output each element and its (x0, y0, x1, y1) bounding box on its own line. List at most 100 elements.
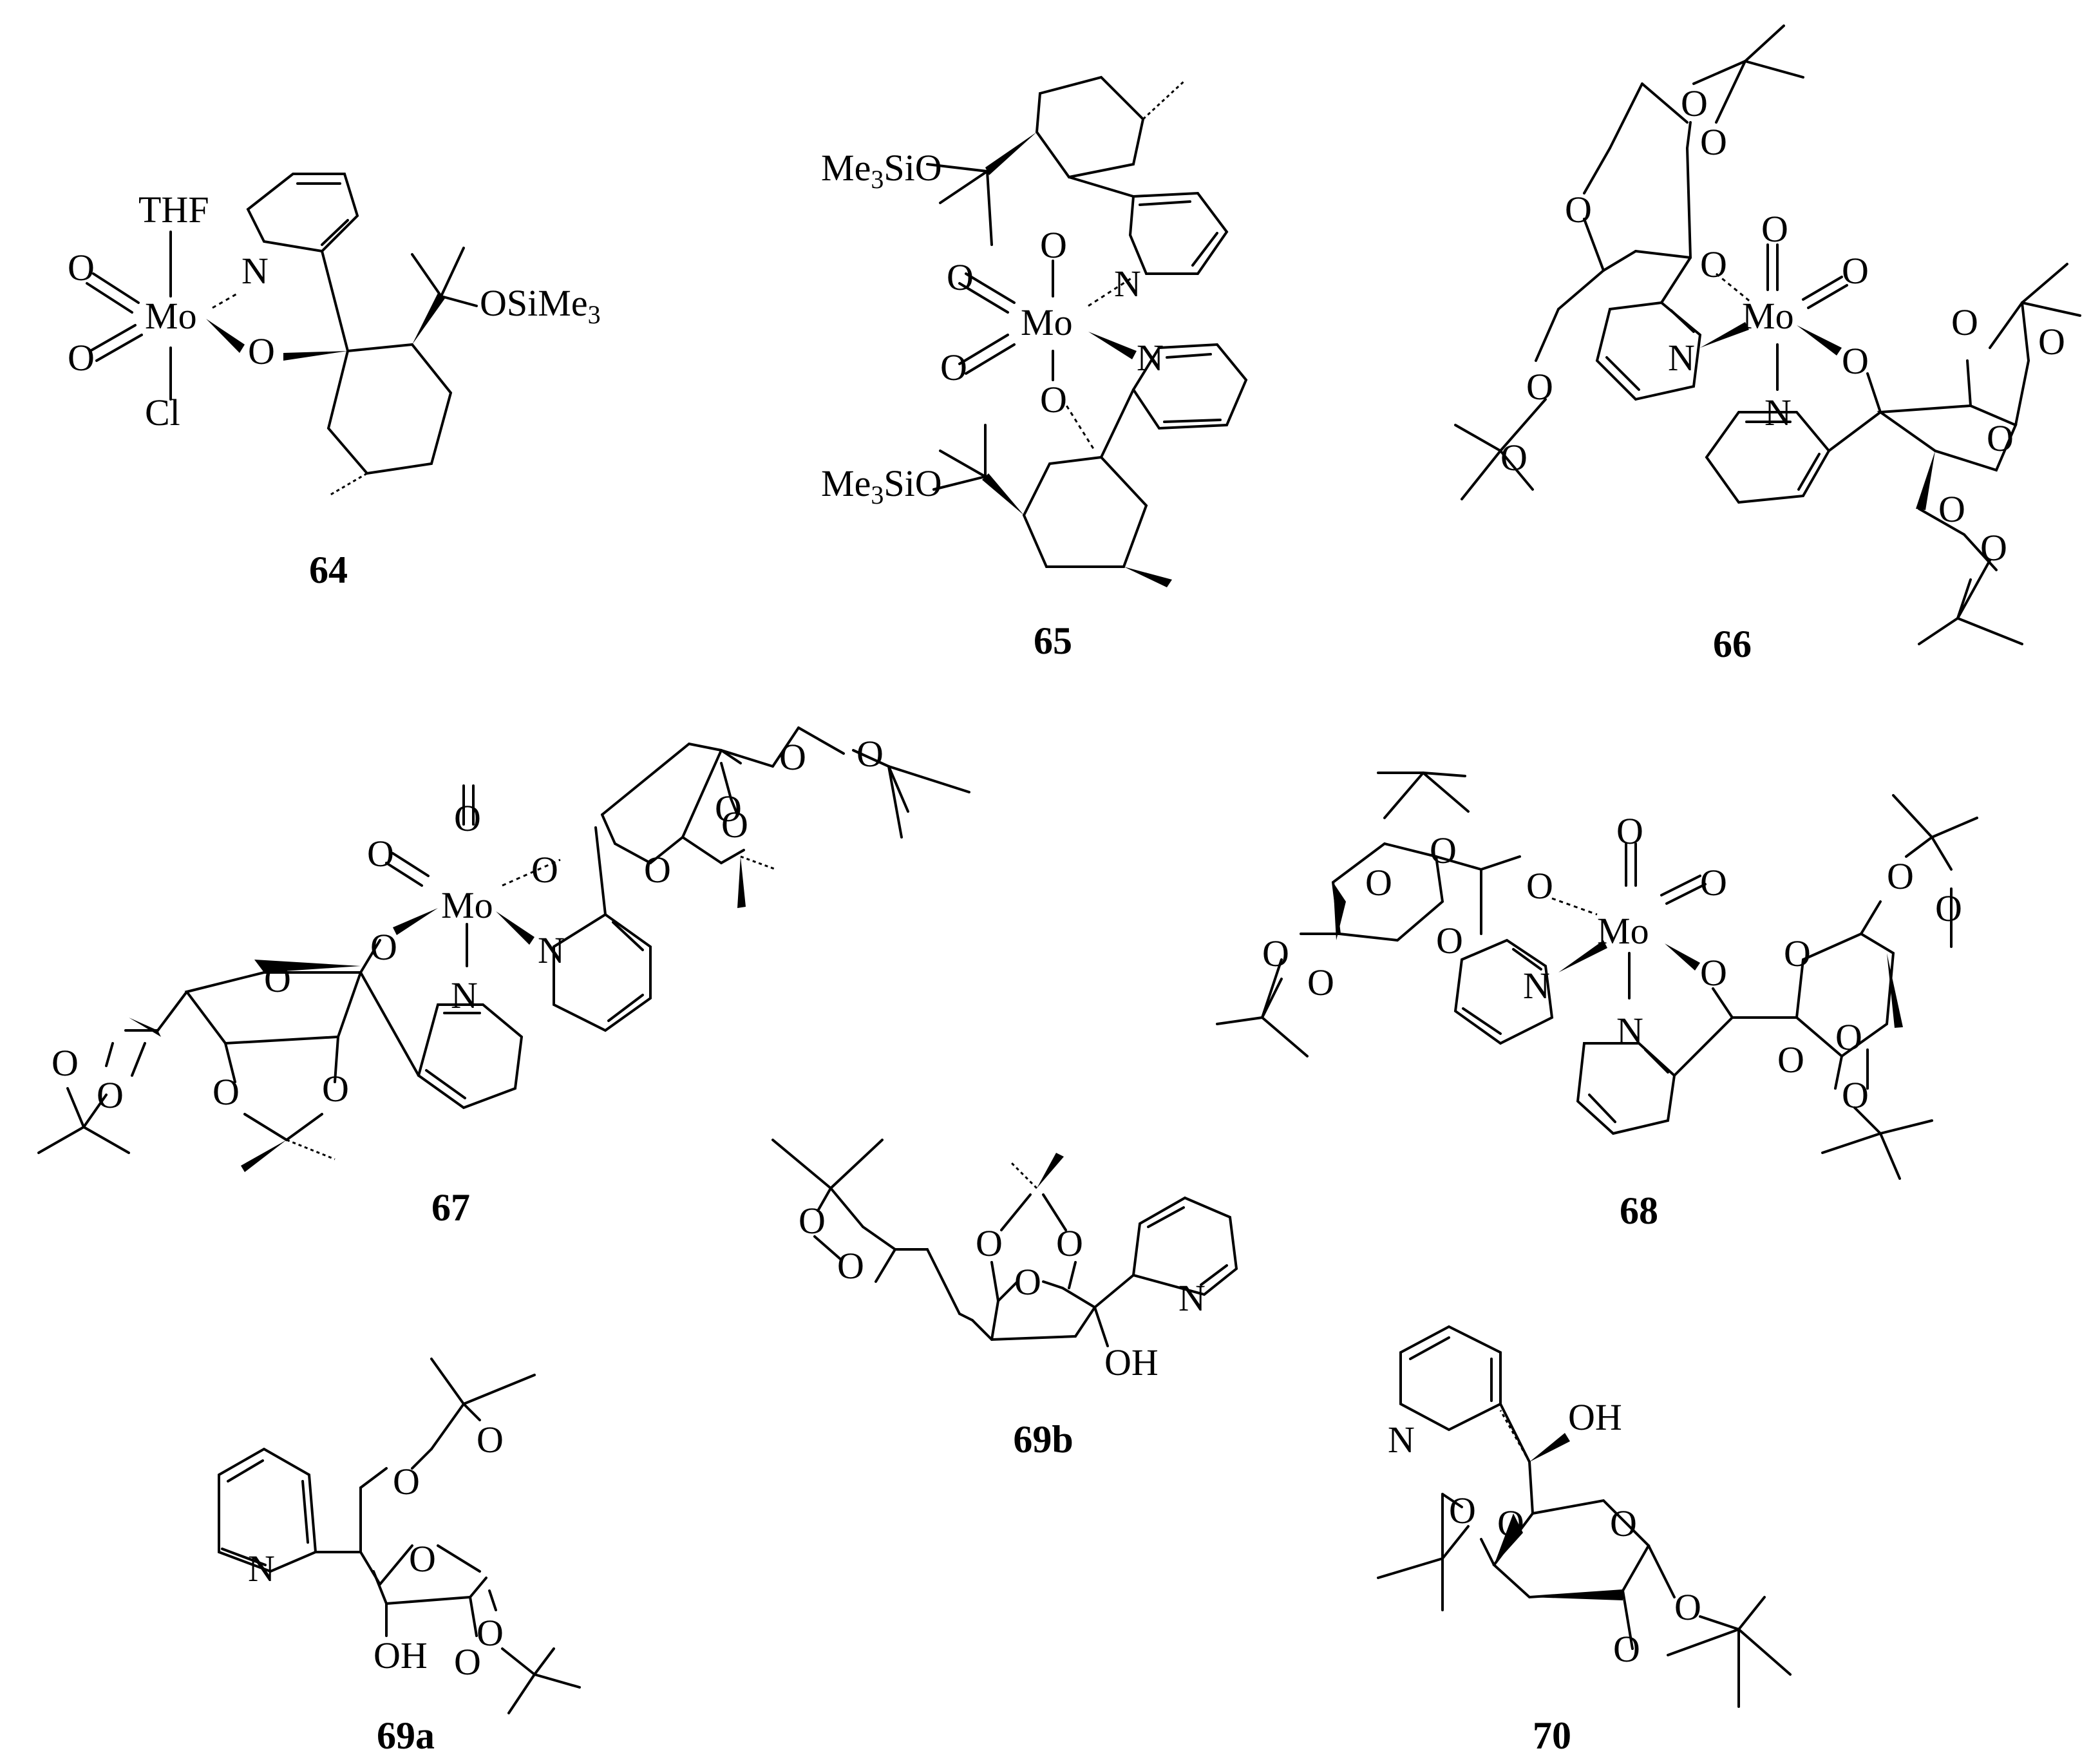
o-atom: O (976, 1222, 1003, 1264)
osime3-group: OSiMe3 (480, 282, 601, 329)
o-atom: O (1935, 887, 1962, 929)
compound-68: O O O O O Mo O O O N O N O O O O O O 68 (1216, 772, 1978, 1232)
n-atom: N (241, 250, 269, 292)
compound-label: 69b (1013, 1418, 1073, 1461)
oh-group: OH (374, 1635, 428, 1676)
o-atom: O (1613, 1628, 1640, 1670)
o-atom: O (1681, 82, 1708, 124)
oh-group: OH (1568, 1396, 1622, 1438)
o-atom: O (721, 804, 748, 846)
compound-label: 69a (377, 1714, 435, 1753)
o-atom: O (1436, 920, 1463, 962)
o-atom: O (1938, 488, 1965, 530)
o-atom: O (1616, 810, 1643, 852)
n-atom: N (1668, 337, 1695, 379)
o-atom: O (799, 1200, 826, 1242)
o-atom: O (68, 337, 95, 379)
o-atom: O (1674, 1586, 1701, 1628)
o-atom: O (779, 736, 806, 778)
o-atom: O (1951, 301, 1978, 343)
n-atom: N (1114, 263, 1141, 305)
o-atom: O (1056, 1222, 1083, 1264)
o-atom: O (1777, 1039, 1804, 1081)
o-atom: O (1842, 1074, 1869, 1116)
o-atom: O (213, 1071, 240, 1113)
o-atom: O (1842, 340, 1869, 382)
compound-65: Me3SiO O N O Mo O N O Me3SiO 65 (821, 75, 1248, 662)
o-atom: O (837, 1245, 864, 1287)
o-atom: O (477, 1419, 504, 1461)
o-atom: O (644, 849, 671, 891)
o-atom: O (940, 346, 967, 388)
o-atom: O (264, 958, 291, 1000)
o-atom: O (1784, 933, 1811, 974)
o-atom: O (1887, 855, 1914, 897)
thf-label: THF (138, 189, 209, 231)
compound-label: 70 (1533, 1714, 1571, 1753)
o-atom: O (1700, 952, 1727, 994)
compound-67: O O Mo O O N N O O O O O O O O O O 67 (37, 726, 970, 1229)
o-atom: O (1610, 1502, 1637, 1544)
n-atom: N (1137, 337, 1164, 379)
o-atom: O (68, 247, 95, 289)
o-atom: O (1307, 962, 1334, 1003)
o-atom: O (370, 926, 397, 968)
o-atom: O (1700, 243, 1727, 285)
o-atom: O (947, 256, 974, 298)
n-atom: N (538, 929, 565, 971)
compound-64: THF O Mo O N O Cl OSiMe3 64 (68, 173, 601, 591)
o-atom: O (1497, 1502, 1524, 1544)
o-atom: O (454, 797, 481, 839)
o-atom: O (1014, 1261, 1041, 1303)
me3sio-group: Me3SiO (821, 147, 942, 194)
o-atom: O (1980, 527, 2007, 569)
compound-label: 67 (431, 1186, 470, 1229)
n-atom: N (1616, 1010, 1643, 1052)
mo-atom: Mo (1021, 301, 1073, 343)
o-atom: O (1040, 379, 1067, 421)
n-atom: N (1388, 1419, 1415, 1461)
o-atom: O (1761, 208, 1788, 250)
n-atom: N (248, 1548, 275, 1589)
o-atom: O (52, 1042, 79, 1084)
n-atom: N (1523, 965, 1550, 1007)
o-atom: O (1262, 933, 1289, 974)
o-atom: O (2038, 321, 2065, 363)
compound-label: 65 (1034, 620, 1072, 662)
o-atom: O (248, 330, 275, 372)
o-atom: O (1700, 862, 1727, 904)
compound-69a: O O O N OH O O 69a (218, 1358, 581, 1753)
compound-label: 66 (1713, 623, 1752, 665)
compound-69b: O O O O O N OH 69b (771, 1139, 1238, 1461)
o-atom: O (1526, 865, 1553, 907)
o-atom: O (1700, 121, 1727, 163)
mo-atom: Mo (1742, 295, 1794, 337)
o-atom: O (1565, 189, 1592, 231)
o-atom: O (856, 733, 884, 775)
n-atom: N (1178, 1277, 1206, 1319)
me3sio-group: Me3SiO (821, 462, 942, 509)
o-atom: O (1449, 1490, 1476, 1531)
o-atom: O (1430, 829, 1457, 871)
o-atom: O (1040, 224, 1067, 266)
compound-66: O O O O O O Mo N O N O O O O O O O 66 (1454, 24, 2081, 665)
o-atom: O (1526, 366, 1553, 408)
o-atom: O (1365, 862, 1392, 904)
n-atom: N (1764, 392, 1792, 433)
o-atom: O (322, 1068, 349, 1110)
o-atom: O (1500, 437, 1528, 479)
o-atom: O (97, 1074, 124, 1116)
oh-group: OH (1104, 1341, 1159, 1383)
o-atom: O (715, 788, 742, 829)
o-atom: O (409, 1538, 436, 1580)
o-atom: O (367, 833, 394, 875)
o-atom: O (1987, 417, 2014, 459)
o-atom: O (454, 1641, 481, 1683)
mo-atom: Mo (1597, 910, 1649, 952)
compound-label: 68 (1620, 1189, 1658, 1232)
compound-70: N OH O O O O O 70 (1377, 1325, 1792, 1753)
o-atom: O (1835, 1016, 1862, 1058)
n-atom: N (451, 974, 478, 1016)
o-atom: O (477, 1612, 504, 1654)
